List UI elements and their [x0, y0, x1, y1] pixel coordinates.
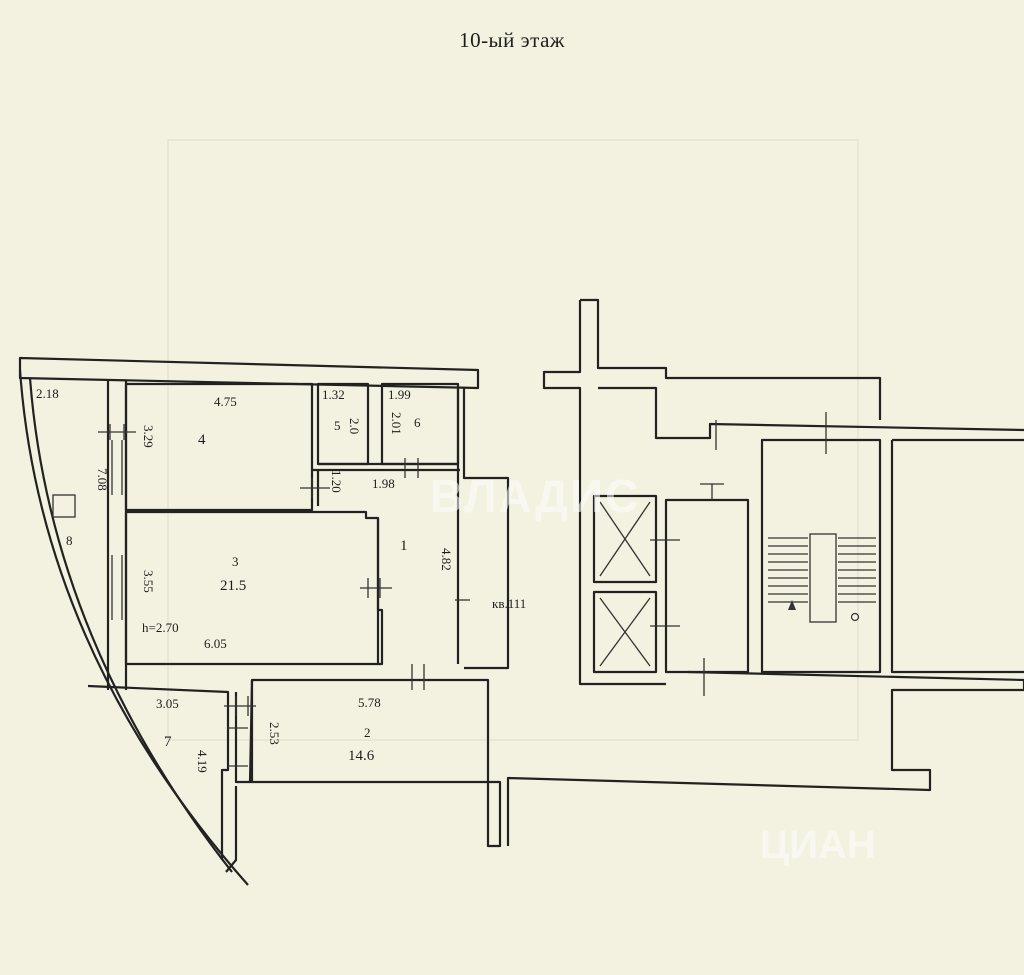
elevator-2-cross — [599, 597, 651, 667]
room-3-outline — [124, 510, 384, 666]
core-hall — [664, 498, 750, 674]
scan-frame — [167, 139, 859, 741]
room-1-width: 1.98 — [372, 476, 395, 491]
core-bottom-walls — [506, 670, 1024, 846]
hall-right-walls — [462, 388, 510, 670]
room-5-length: 1.32 — [322, 387, 345, 402]
room-5-number: 5 — [334, 418, 341, 433]
room-5-width: 2.0 — [347, 418, 362, 434]
room-4-outline — [124, 382, 314, 512]
room-3-number: 3 — [232, 554, 239, 569]
watermark-top: ВЛАДИС — [430, 470, 640, 522]
curved-facade — [18, 369, 249, 886]
room-2-number: 2 — [364, 725, 371, 740]
hall-walls — [376, 388, 460, 664]
column-square — [52, 494, 76, 518]
door-marks — [98, 424, 470, 716]
room-2-length: 5.78 — [358, 695, 381, 710]
room-8-width: 7.08 — [95, 468, 110, 491]
elevator-1 — [592, 494, 658, 584]
room-8-length: 2.18 — [36, 386, 59, 401]
floor-title: 10-ый этаж — [459, 28, 565, 52]
stair-arrow-icon — [788, 600, 796, 610]
stair-arrow-icon — [850, 612, 860, 622]
room-7-bottom — [225, 786, 238, 873]
elevator-2 — [592, 590, 658, 674]
room-1-number: 1 — [400, 538, 408, 554]
staircase-room — [760, 438, 882, 674]
apartment — [18, 356, 510, 886]
room-2-area: 14.6 — [348, 748, 375, 764]
elevator-1-cross — [599, 501, 651, 577]
room-4-length: 4.75 — [214, 394, 237, 409]
room-4-number: 4 — [198, 432, 206, 448]
room-6-number: 6 — [414, 415, 421, 430]
labels: 2.18 7.08 8 4.75 3.29 4 1.32 5 2.0 1.99 … — [36, 386, 526, 773]
core-mid-walls — [598, 386, 1024, 440]
room-7-width: 4.19 — [195, 750, 210, 773]
core-block — [506, 298, 1024, 846]
room-6-length: 1.99 — [388, 387, 411, 402]
watermark-bottom: ЦИАН — [760, 823, 876, 867]
core-top-walls — [580, 298, 882, 420]
room-1-width-small: 1.20 — [329, 470, 344, 493]
room-7-length: 3.05 — [156, 696, 179, 711]
room-1-length: 4.82 — [439, 548, 454, 571]
room-3-length: 6.05 — [204, 636, 227, 651]
curved-facade-inner — [28, 377, 233, 873]
room-7-outline — [87, 684, 230, 860]
room-7-number: 7 — [164, 734, 172, 750]
stair-steps — [768, 537, 876, 603]
core-left-walls — [542, 300, 666, 686]
right-room — [890, 438, 1024, 674]
room-4-width: 3.29 — [141, 425, 156, 448]
room-3-height: h=2.70 — [142, 620, 179, 635]
room-8-number: 8 — [66, 533, 73, 548]
room-7-wall — [234, 692, 250, 784]
stair-well — [809, 533, 837, 623]
room-3-width: 3.55 — [141, 570, 156, 593]
room-2-width: 2.53 — [267, 722, 282, 745]
corridor-label: кв.111 — [492, 596, 526, 611]
room-3-area: 21.5 — [220, 578, 246, 594]
room-6-width: 2.01 — [389, 412, 404, 435]
core-door-marks — [650, 412, 827, 696]
